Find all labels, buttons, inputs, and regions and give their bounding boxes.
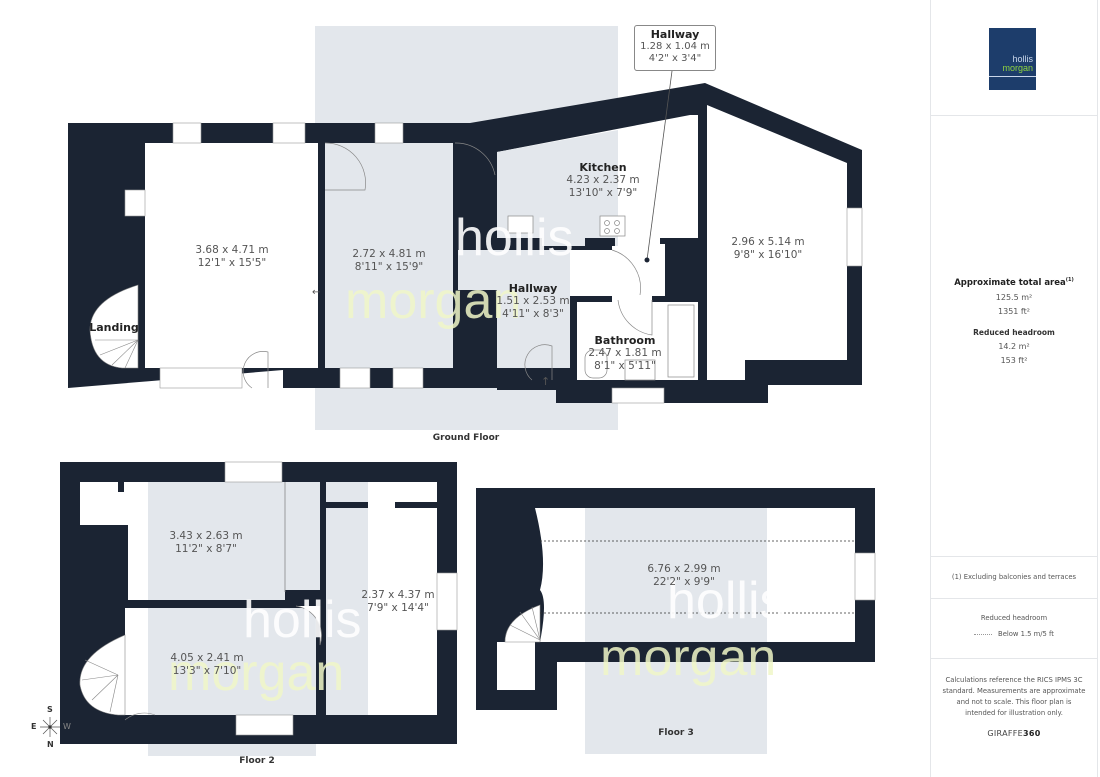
floor3-window (854, 552, 876, 601)
svg-text:morgan: morgan (345, 272, 521, 330)
reduced-ft2: 153 ft² (1000, 355, 1028, 365)
sidebar: hollis morgan Approximate total area(1) … (930, 0, 1098, 777)
floor2-stair-lines (81, 659, 156, 721)
room-label-hallway: Hallway 1.51 x 2.53 m 4'11" x 8'3" (496, 282, 570, 320)
svg-text:morgan: morgan (600, 629, 776, 687)
room-hallway-white (570, 250, 612, 298)
room-rear (707, 105, 847, 380)
room-hallway-small (640, 240, 665, 300)
room-label-front: 2.72 x 4.81 m 8'11" x 15'9" (352, 248, 426, 273)
floor-2 (60, 461, 458, 744)
callout-dot (644, 257, 650, 263)
floor3-stair-lines (509, 606, 541, 641)
floor-3 (476, 488, 876, 710)
floor2-chimney (80, 525, 128, 605)
room-label-f2-b: 4.05 x 2.41 m 13'3" x 7'10" (170, 652, 244, 677)
svg-text:morgan: morgan (168, 644, 344, 702)
room-front (325, 143, 453, 368)
room-label-kitchen: Kitchen 4.23 x 2.37 m 13'10" x 7'9" (566, 161, 640, 199)
dotted-line-icon (974, 633, 993, 635)
entrance-arrow-icon: ↑ (541, 375, 550, 388)
floor3-reduced-headroom-lines (540, 540, 855, 614)
floor-label-3: Floor 3 (658, 728, 694, 738)
area-ft2: 1351 ft² (998, 306, 1030, 316)
compass-n: N (47, 740, 54, 749)
compass-rose-icon (40, 717, 60, 737)
ground-floor: ↑ ← (68, 70, 863, 404)
floor2-room-c-shade (326, 482, 368, 715)
floor2-room-a (148, 482, 285, 600)
svg-text:hollis: hollis (667, 572, 786, 630)
disclaimer-section: Calculations reference the RICS IPMS 3C … (931, 659, 1097, 777)
hallway-callout: Hallway 1.28 x 1.04 m 4'2" x 3'4" (634, 25, 716, 71)
hollis-morgan-logo: hollis morgan (989, 28, 1036, 90)
floor2-door-swing (295, 605, 322, 646)
room-label-landing: Landing (89, 321, 139, 334)
reduced-headroom-title: Reduced headroom (973, 327, 1055, 337)
compass-e: E (31, 722, 37, 731)
floor2-room-b-white (125, 608, 148, 715)
room-label-bathroom: Bathroom 2.47 x 1.81 m 8'1" x 5'11" (588, 334, 662, 372)
legend-item: Below 1.5 m/5 ft (931, 629, 1097, 640)
room-label-f2-a: 3.43 x 2.63 m 11'2" x 8'7" (169, 530, 243, 555)
floor3-stairs (504, 604, 541, 643)
kitchen-fixtures (507, 215, 695, 381)
watermark: hollis morgan hollis morgan hollis morga… (168, 209, 786, 702)
compass-s: S (47, 705, 53, 714)
room-label-f3: 6.76 x 2.99 m 22'2" x 9'9" (647, 563, 721, 588)
floor2-hall-strip (285, 482, 320, 592)
disclaimer: Calculations reference the RICS IPMS 3C … (942, 676, 1086, 717)
entrance-arrow-left-icon: ← (312, 287, 320, 298)
floor-label-ground: Ground Floor (432, 433, 500, 443)
footnote: (1) Excluding balconies and terraces (951, 573, 1077, 581)
floor2-partitions (118, 482, 437, 722)
callout-pointer (646, 70, 673, 261)
ground-windows (124, 122, 863, 404)
compass-w: W (63, 722, 71, 731)
floor2-room-b (148, 608, 316, 715)
room-label-rear: 2.96 x 5.14 m 9'8" x 16'10" (731, 236, 805, 261)
reduced-m2: 14.2 m² (998, 341, 1030, 351)
floor-plan-canvas: ↑ ← (40, 26, 876, 756)
room-label-f2-c: 2.37 x 4.37 m 7'9" x 14'4" (361, 589, 435, 614)
svg-text:hollis: hollis (243, 591, 362, 649)
logo-section: hollis morgan (931, 0, 1097, 116)
floor3-stair-well (497, 642, 535, 690)
ground-partitions (318, 105, 706, 390)
ground-door-swings (242, 142, 653, 389)
floor2-windows (224, 461, 458, 736)
legend-title: Reduced headroom (980, 614, 1048, 622)
room-label-living: 3.68 x 4.71 m 12'1" x 15'5" (195, 244, 269, 269)
floor-label-2: Floor 2 (239, 756, 275, 766)
room-living (145, 143, 318, 368)
landing-stairs (89, 284, 139, 369)
legend-section: Reduced headroom Below 1.5 m/5 ft (931, 599, 1097, 659)
area-title: Approximate total area(1) (954, 277, 1074, 288)
floor3-room-shade (585, 508, 767, 642)
giraffe360-brand: GIRAFFE360 (987, 729, 1041, 738)
landing-stair-lines (95, 339, 139, 369)
footnote-section: (1) Excluding balconies and terraces (931, 557, 1097, 599)
svg-text:hollis: hollis (455, 209, 574, 267)
area-m2: 125.5 m² (995, 292, 1033, 302)
area-section: Approximate total area(1) 125.5 m² 1351 … (931, 116, 1097, 557)
